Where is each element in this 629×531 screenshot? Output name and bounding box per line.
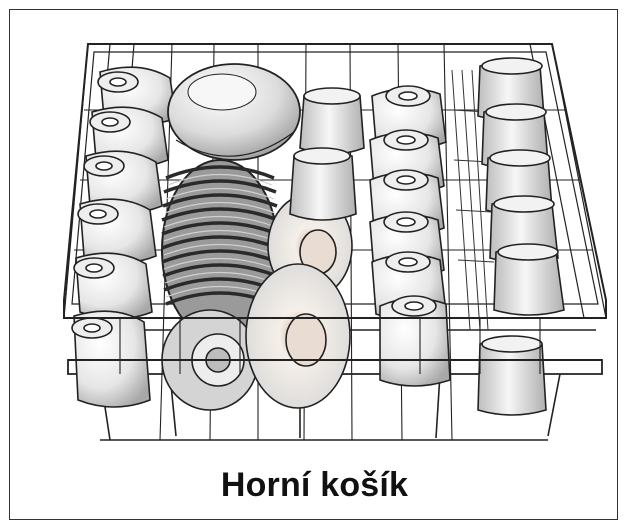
saucers xyxy=(245,193,353,409)
glass xyxy=(477,335,547,416)
mug xyxy=(289,147,357,221)
basket-caption: Horní košík xyxy=(220,466,409,504)
bowl xyxy=(167,63,301,161)
mug xyxy=(299,87,365,155)
basket-front-rim xyxy=(64,317,606,374)
right-cups xyxy=(369,85,451,387)
cup-shelf-tines xyxy=(451,69,495,331)
glass xyxy=(493,243,565,316)
right-glasses xyxy=(477,57,565,416)
middle-mugs xyxy=(289,87,365,221)
left-cups xyxy=(71,66,177,408)
cup xyxy=(73,252,153,320)
cup xyxy=(379,295,451,387)
cup xyxy=(77,198,157,264)
